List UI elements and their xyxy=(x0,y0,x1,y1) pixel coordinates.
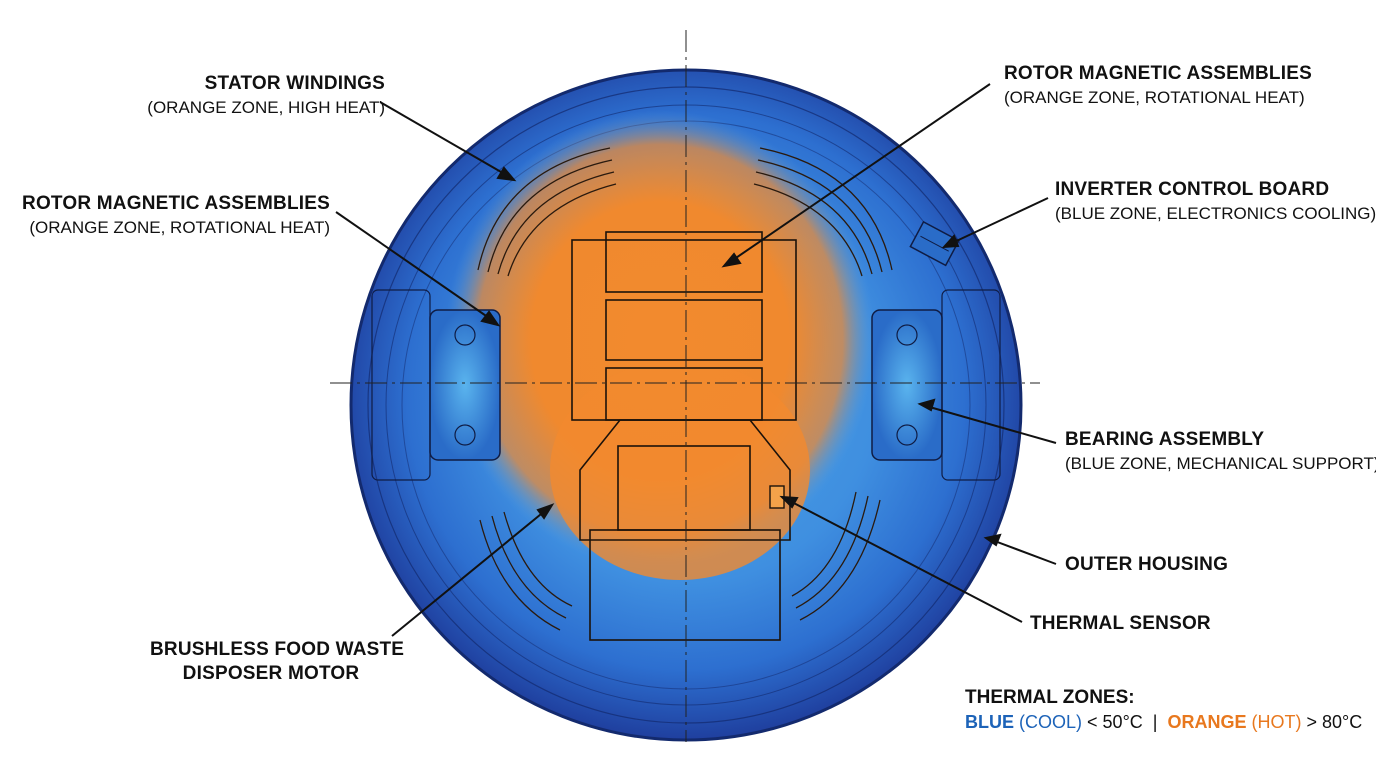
stator-windings-title: STATOR WINDINGS xyxy=(204,73,385,94)
legend-blue-word: BLUE xyxy=(965,712,1014,732)
leader-bearing xyxy=(925,405,1057,444)
leader-rotor-right xyxy=(729,83,991,263)
label-stator-windings: STATOR WINDINGS (ORANGE ZONE, HIGH HEAT) xyxy=(60,72,385,120)
label-thermal-sensor: THERMAL SENSOR xyxy=(1030,612,1211,636)
stator-windings-sub: (ORANGE ZONE, HIGH HEAT) xyxy=(147,98,385,117)
motor-name-line2: DISPOSER MOTOR xyxy=(182,663,360,684)
legend-title: THERMAL ZONES: xyxy=(965,687,1135,708)
legend-orange-word: ORANGE xyxy=(1167,712,1247,732)
leader-rotor-left xyxy=(335,211,493,321)
leader-motor-name xyxy=(391,509,547,637)
thermal-sensor-title: THERMAL SENSOR xyxy=(1030,613,1211,634)
legend-row: BLUE (COOL) < 50°C | ORANGE (HOT) > 80°C xyxy=(965,710,1362,734)
leader-sensor xyxy=(787,499,1023,623)
leader-housing xyxy=(991,539,1057,565)
rotor-right-sub: (ORANGE ZONE, ROTATIONAL HEAT) xyxy=(1004,88,1305,107)
outer-housing-title: OUTER HOUSING xyxy=(1065,554,1229,575)
legend-blue-range: < 50°C xyxy=(1087,712,1143,732)
hot-zone-lower xyxy=(550,360,810,580)
right-bearing xyxy=(871,309,943,461)
label-rotor-right: ROTOR MAGNETIC ASSEMBLIES (ORANGE ZONE, … xyxy=(1004,62,1312,110)
bearing-title: BEARING ASSEMBLY xyxy=(1065,429,1265,450)
inverter-title: INVERTER CONTROL BOARD xyxy=(1055,179,1330,200)
rotor-right-title: ROTOR MAGNETIC ASSEMBLIES xyxy=(1004,63,1312,84)
label-inverter: INVERTER CONTROL BOARD (BLUE ZONE, ELECT… xyxy=(1055,178,1376,226)
label-motor-name: BRUSHLESS FOOD WASTE DISPOSER MOTOR xyxy=(150,638,405,686)
thermal-zones-legend: THERMAL ZONES: BLUE (COOL) < 50°C | ORAN… xyxy=(965,686,1362,734)
legend-orange-desc: (HOT) xyxy=(1251,712,1302,732)
left-bearing xyxy=(429,309,501,461)
rotor-left-sub: (ORANGE ZONE, ROTATIONAL HEAT) xyxy=(29,218,330,237)
leader-stator xyxy=(379,101,509,177)
inverter-sub: (BLUE ZONE, ELECTRONICS COOLING) xyxy=(1055,204,1376,223)
rotor-stack xyxy=(571,231,797,641)
leader-inverter xyxy=(949,197,1049,245)
motor-name-line1: BRUSHLESS FOOD WASTE xyxy=(150,639,405,660)
bearing-sub: (BLUE ZONE, MECHANICAL SUPPORT) xyxy=(1065,454,1376,473)
legend-separator: | xyxy=(1152,712,1158,732)
legend-blue-desc: (COOL) xyxy=(1019,712,1083,732)
legend-orange-range: > 80°C xyxy=(1306,712,1363,732)
rotor-left-title: ROTOR MAGNETIC ASSEMBLIES xyxy=(22,193,330,214)
label-rotor-left: ROTOR MAGNETIC ASSEMBLIES (ORANGE ZONE, … xyxy=(10,192,330,240)
label-bearing: BEARING ASSEMBLY (BLUE ZONE, MECHANICAL … xyxy=(1065,428,1376,476)
stator-windings xyxy=(477,147,893,631)
inverter-board xyxy=(909,220,960,267)
label-outer-housing: OUTER HOUSING xyxy=(1065,553,1228,577)
